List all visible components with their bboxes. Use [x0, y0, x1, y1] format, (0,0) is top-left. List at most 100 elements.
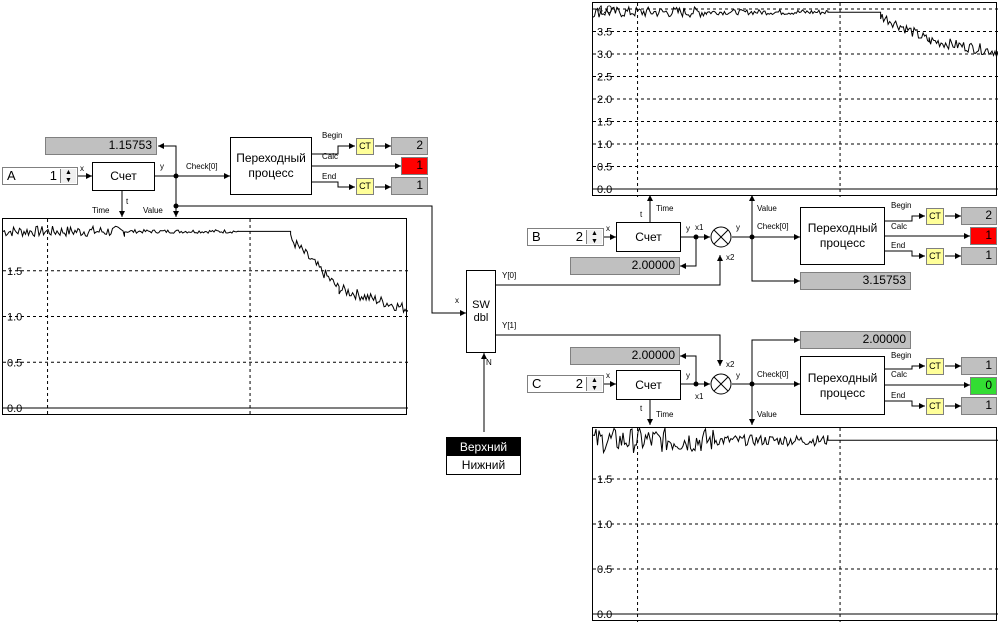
ct-begin-c[interactable]: СТ	[926, 358, 944, 375]
port-t-c: t	[640, 404, 643, 413]
chart-a-plot: 0.0 0.5 1.0 1.5	[3, 219, 408, 416]
port-begin-b: Begin	[891, 201, 912, 210]
counter-block-c[interactable]: Счет	[616, 370, 681, 400]
counter-a-label: Счет	[110, 169, 137, 183]
port-x-a: x	[80, 164, 84, 173]
y-tick-label: 0.5	[597, 564, 612, 576]
port-value-a: Value	[143, 206, 163, 215]
ct-end-a[interactable]: СТ	[356, 178, 374, 195]
chart-c: 0.0 0.5 1.0 1.5	[592, 427, 998, 622]
spin-updown-icon[interactable]: ▲▼	[586, 230, 602, 245]
counter-b-label: Счет	[635, 229, 662, 244]
transient-c-label: Переходный процесс	[807, 370, 878, 400]
ct-end-c[interactable]: СТ	[926, 398, 944, 415]
port-x1-b: x1	[695, 223, 704, 232]
transient-block-a[interactable]: Переходный процесс	[230, 137, 312, 195]
port-y-b: y	[686, 224, 690, 233]
port-x-c: x	[606, 371, 610, 380]
input-b-value[interactable]: 2	[575, 229, 583, 244]
port-begin-a: Begin	[322, 131, 343, 140]
port-calc-c: Calc	[891, 370, 908, 379]
counter-block-a[interactable]: Счет	[92, 162, 155, 191]
port-end-b: End	[891, 241, 906, 250]
input-b[interactable]: B 2 ▲▼	[527, 228, 604, 246]
switch-option-lower[interactable]: Нижний	[447, 456, 520, 474]
input-a-value[interactable]: 1	[49, 168, 57, 183]
port-check-c: Check[0]	[757, 370, 789, 379]
ct-begin-a[interactable]: СТ	[356, 138, 374, 155]
switch-block[interactable]: SW dbl	[466, 270, 496, 353]
begin-count-b: 2	[961, 207, 997, 225]
chart-c-plot: 0.0 0.5 1.0 1.5	[593, 428, 998, 622]
input-a[interactable]: A 1 ▲▼	[2, 167, 78, 185]
port-y1-sw: Y[1]	[502, 321, 517, 330]
transient-block-c[interactable]: Переходный процесс	[800, 356, 885, 415]
y-tick-label: 0.5	[597, 162, 612, 174]
port-t-a: t	[126, 197, 129, 206]
calc-flag-c: 0	[970, 377, 997, 395]
multiplier-b	[710, 226, 732, 248]
y-tick-label: 2.5	[597, 72, 612, 84]
counter-c-label: Счет	[635, 377, 662, 392]
port-y0-sw: Y[0]	[502, 271, 517, 280]
port-time-b: Time	[656, 204, 674, 213]
y-tick-label: 1.5	[597, 117, 612, 129]
transient-b-label: Переходный процесс	[807, 221, 878, 250]
port-value-c: Value	[757, 410, 777, 419]
port-end-a: End	[322, 172, 337, 181]
switch-option-upper[interactable]: Верхний	[447, 438, 520, 456]
port-y-mult-b: y	[736, 223, 740, 232]
display-c-product: 2.00000	[800, 331, 911, 349]
y-tick-label: 1.5	[597, 474, 612, 486]
ct-begin-b[interactable]: СТ	[926, 208, 944, 225]
input-c[interactable]: C 2 ▲▼	[527, 375, 604, 393]
port-x2-c: x2	[726, 360, 735, 369]
port-time-c: Time	[656, 410, 674, 419]
port-x-sw: x	[455, 296, 459, 305]
y-tick-label: 1.0	[597, 519, 612, 531]
input-c-value[interactable]: 2	[575, 376, 583, 391]
display-b-product: 3.15753	[800, 272, 911, 290]
multiplier-c	[710, 373, 732, 395]
chart-b-plot: 0.00.51.01.52.02.53.03.54.0	[593, 3, 998, 197]
y-tick-label: 1.0	[7, 312, 22, 324]
counter-block-b[interactable]: Счет	[616, 222, 681, 252]
port-calc-a: Calc	[322, 152, 339, 161]
port-check-a: Check[0]	[186, 162, 218, 171]
port-n-sw: N	[486, 358, 492, 367]
begin-count-a: 2	[391, 137, 428, 155]
port-time-a: Time	[92, 206, 110, 215]
spin-updown-icon[interactable]: ▲▼	[586, 377, 602, 392]
input-a-name: A	[7, 168, 16, 183]
begin-count-c: 1	[961, 357, 997, 375]
display-b-x2: 2.00000	[570, 257, 680, 275]
y-tick-label: 3.5	[597, 27, 612, 39]
port-check-b: Check[0]	[757, 222, 789, 231]
display-c-x2: 2.00000	[570, 347, 680, 365]
transient-block-b[interactable]: Переходный процесс	[800, 207, 885, 265]
y-tick-label: 3.0	[597, 49, 612, 61]
ct-end-b[interactable]: СТ	[926, 248, 944, 265]
port-y-a: y	[160, 162, 164, 171]
port-end-c: End	[891, 391, 906, 400]
input-b-name: B	[532, 229, 541, 244]
port-calc-b: Calc	[891, 222, 908, 231]
port-y-c: y	[686, 371, 690, 380]
port-x2-b: x2	[726, 253, 735, 262]
y-tick-label: 0.0	[597, 609, 612, 621]
port-t-b: t	[640, 210, 643, 219]
y-tick-label: 0.5	[7, 357, 22, 369]
switch-selector[interactable]: Верхний Нижний	[446, 437, 521, 475]
y-tick-label: 1.5	[7, 266, 22, 278]
y-tick-label: 0.0	[7, 403, 22, 415]
calc-flag-a: 1	[401, 157, 428, 175]
y-tick-label: 2.0	[597, 94, 612, 106]
series-line	[593, 5, 998, 59]
display-a-y: 1.15753	[45, 137, 157, 155]
end-count-a: 1	[391, 177, 428, 195]
switch-label: SW dbl	[472, 298, 490, 324]
calc-flag-b: 1	[970, 227, 997, 245]
spin-updown-icon[interactable]: ▲▼	[60, 169, 76, 184]
